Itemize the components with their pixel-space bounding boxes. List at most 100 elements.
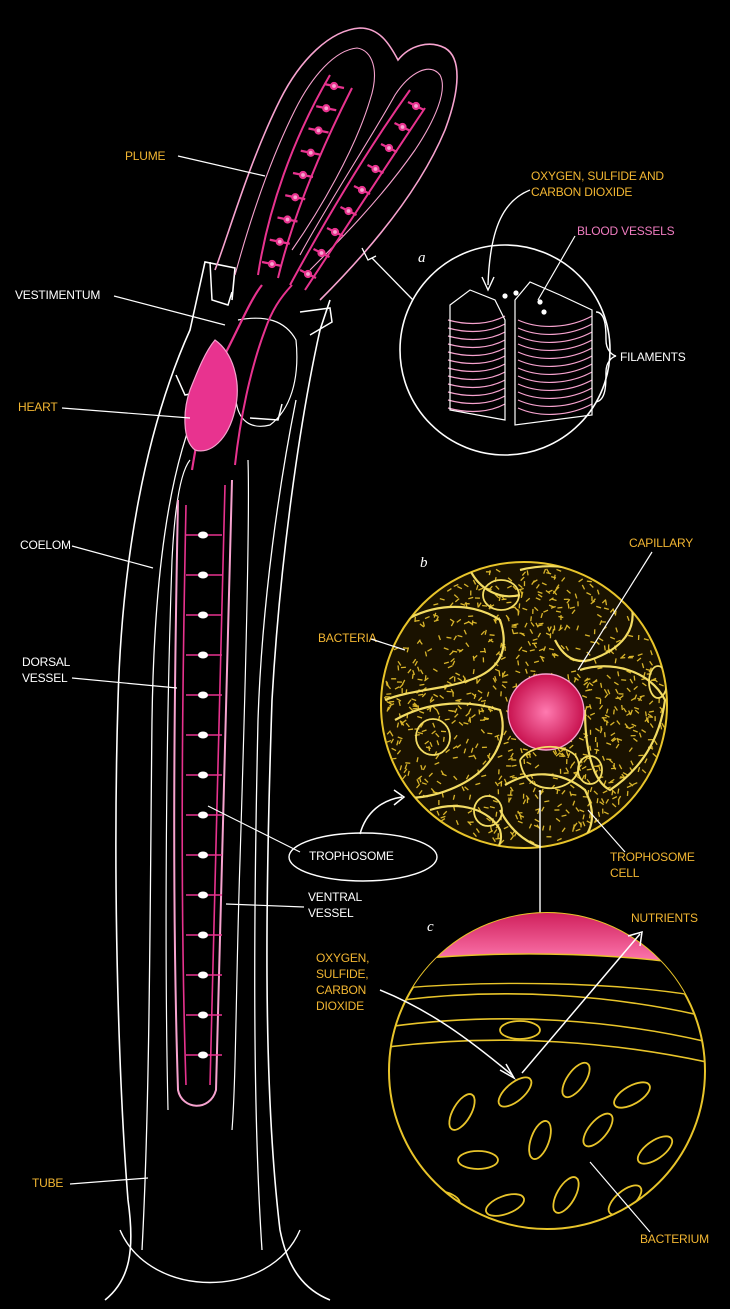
- bacterium-speck: [511, 739, 516, 740]
- inset-c-gas-1: OXYGEN,: [316, 951, 369, 965]
- bacterium-speck: [606, 600, 607, 605]
- plume-node: [332, 229, 338, 235]
- inset-b-capillary: CAPILLARY: [629, 536, 693, 550]
- bacterium-speck: [605, 645, 606, 650]
- bacterium-speck: [482, 605, 487, 606]
- trunk-node: [198, 972, 208, 979]
- trunk-node: [198, 852, 208, 859]
- trunk-node: [198, 812, 208, 819]
- plume-node: [373, 166, 379, 172]
- bacterium-speck: [527, 570, 528, 575]
- plume-node: [319, 250, 325, 256]
- plume-node: [305, 271, 311, 277]
- bacterium-speck: [531, 616, 532, 621]
- bacterium-speck: [425, 675, 426, 680]
- bacterium-speck: [489, 570, 490, 575]
- inset-c-gas-4: DIOXIDE: [316, 999, 364, 1013]
- bacterium-speck: [418, 679, 423, 680]
- inset-a-letter: a: [418, 250, 425, 266]
- trunk-node: [198, 1052, 208, 1059]
- trunk-node: [198, 572, 208, 579]
- bacterium-speck: [614, 709, 615, 714]
- plume-node: [285, 217, 291, 223]
- bacterium-speck: [398, 665, 399, 670]
- bacterium-speck: [550, 825, 551, 830]
- bacterium-speck: [499, 671, 500, 676]
- bacterium-speck: [596, 698, 601, 699]
- plume-node: [292, 194, 298, 200]
- trunk-node: [198, 1012, 208, 1019]
- plume-node: [300, 172, 306, 178]
- bacterium-speck: [412, 674, 413, 679]
- inset-b-troph-2: CELL: [610, 866, 640, 880]
- bacterium-speck: [478, 603, 479, 608]
- inset-c-gas-2: SULFIDE,: [316, 967, 368, 981]
- trunk-node: [198, 732, 208, 739]
- bacterium-speck: [615, 658, 616, 663]
- bacterium-speck: [481, 701, 486, 702]
- bacterium-speck: [490, 635, 495, 636]
- plume-node: [316, 128, 322, 134]
- bacterium-speck: [620, 658, 625, 659]
- plume-node: [400, 124, 406, 130]
- bacterium-speck: [386, 694, 391, 695]
- label-tube: TUBE: [32, 1176, 63, 1190]
- bacterium-speck: [649, 711, 654, 712]
- inset-c-letter: c: [427, 919, 434, 935]
- bacterium-speck: [605, 732, 606, 737]
- bacterium-speck: [585, 774, 586, 779]
- bacterium-speck: [418, 694, 423, 695]
- inset-b-letter: b: [420, 555, 428, 571]
- inset-b-bacteria: BACTERIA: [318, 631, 377, 645]
- bacterium-speck: [473, 669, 474, 674]
- bacterium-speck: [512, 625, 517, 626]
- inset-c-bacterium: BACTERIUM: [640, 1232, 709, 1246]
- plume-node: [269, 261, 275, 267]
- vessel-dot: [537, 299, 542, 304]
- label-dorsal-vessel-1: DORSAL: [22, 655, 71, 669]
- trunk-node: [198, 892, 208, 899]
- label-coelom: COELOM: [20, 538, 71, 552]
- capillary-disc: [508, 674, 584, 750]
- bacterium-speck: [559, 756, 564, 757]
- bacterium-speck: [453, 757, 458, 758]
- bacterium-speck: [408, 729, 413, 730]
- label-plume: PLUME: [125, 149, 166, 163]
- bacterium-speck: [621, 680, 626, 681]
- inset-b-troph-1: TROPHOSOME: [610, 850, 695, 864]
- bacterium-speck: [568, 604, 569, 609]
- vessel-dot: [513, 290, 518, 295]
- inset-c-nutrients: NUTRIENTS: [631, 911, 698, 925]
- bacterium-speck: [590, 813, 591, 818]
- bacterium-speck: [445, 719, 450, 720]
- bacterium-speck: [646, 711, 647, 716]
- trunk-node: [198, 772, 208, 779]
- bacterium-speck: [391, 758, 396, 759]
- plume-node: [386, 145, 392, 151]
- plume-node: [331, 83, 337, 89]
- label-ventral-vessel-2: VESSEL: [308, 906, 354, 920]
- bacterium-speck: [538, 623, 543, 624]
- inset-a-gas-1: OXYGEN, SULFIDE AND: [531, 169, 664, 183]
- bacterium-speck: [499, 596, 500, 601]
- bacterium-speck: [502, 599, 507, 600]
- bacterium-speck: [444, 737, 445, 742]
- bacterium-speck: [587, 769, 592, 770]
- bacterium-speck: [597, 798, 598, 803]
- plume-node: [308, 150, 314, 156]
- label-trophosome: TROPHOSOME: [309, 849, 394, 863]
- bacterium-speck: [571, 794, 576, 795]
- trunk-node: [198, 932, 208, 939]
- label-vestimentum: VESTIMENTUM: [15, 288, 100, 302]
- inset-a-gas-2: CARBON DIOXIDE: [531, 185, 632, 199]
- bacterium-speck: [608, 782, 613, 783]
- bacterium-speck: [553, 778, 558, 779]
- bacterium-speck: [618, 671, 619, 676]
- bacterium-speck: [622, 705, 623, 710]
- inset-a-filaments: FILAMENTS: [620, 350, 686, 364]
- inset-c-gas-3: CARBON: [316, 983, 366, 997]
- bacterium-speck: [557, 607, 562, 608]
- bacterium-speck: [587, 581, 592, 582]
- bacterium-speck: [523, 749, 528, 750]
